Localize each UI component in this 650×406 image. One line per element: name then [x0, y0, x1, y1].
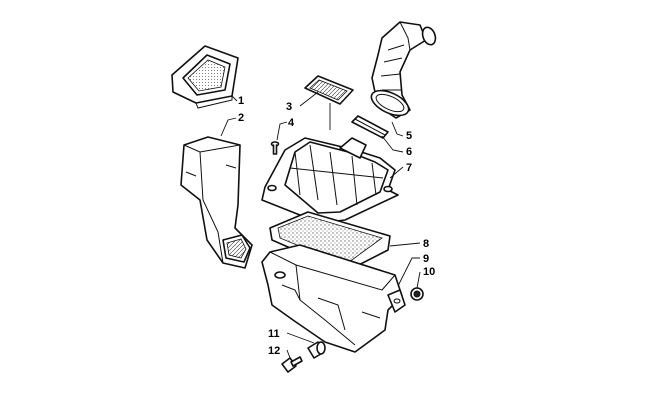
callout-7: 7 [406, 162, 412, 174]
callout-2: 2 [238, 112, 244, 124]
part-9-airbox-base [261, 244, 406, 353]
callout-8: 8 [423, 238, 429, 250]
callout-3: 3 [286, 101, 292, 113]
callout-12: 12 [268, 345, 280, 357]
callout-4: 4 [288, 117, 295, 129]
part-2-intake-duct [180, 136, 253, 269]
part-11-spacer [307, 341, 326, 359]
part-10-grommet [410, 287, 424, 301]
callout-6: 6 [406, 146, 412, 158]
callout-5: 5 [406, 130, 412, 142]
callout-1: 1 [238, 95, 244, 107]
part-6-hose-clamp [351, 115, 389, 139]
part-1-intake-screen [171, 45, 239, 109]
part-3-decal [304, 75, 354, 105]
callout-11: 11 [268, 328, 280, 340]
part-5-elbow-hose [370, 21, 437, 119]
callout-10: 10 [423, 266, 435, 278]
callout-9: 9 [423, 253, 429, 265]
leader-lines [220, 91, 421, 359]
callout-labels: 1 2 3 4 5 6 7 8 9 10 11 12 [238, 95, 435, 357]
part-8-air-filter [269, 211, 391, 273]
part-4-screw [270, 141, 280, 155]
part-7-airbox-cover [261, 137, 399, 224]
part-12-bolt [281, 356, 303, 373]
